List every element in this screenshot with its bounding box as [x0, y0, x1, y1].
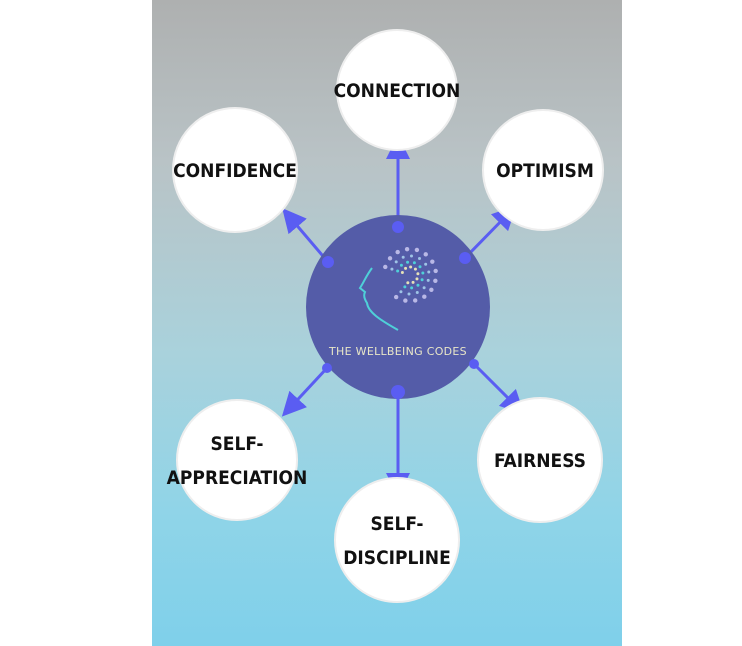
arrow-self-appreciation: [281, 366, 329, 417]
arrow-confidence: [282, 208, 330, 263]
arrow-optimism: [463, 205, 517, 260]
label-connection: CONNECTION: [334, 80, 461, 102]
label-self-discipline: DISCIPLINE: [343, 547, 451, 569]
head-logo-icon: [358, 246, 438, 331]
node-connection: [336, 29, 458, 151]
node-optimism: [482, 109, 604, 231]
arrow-fairness: [472, 362, 525, 415]
node-confidence: [172, 107, 298, 233]
label-self-discipline: SELF-: [370, 513, 423, 535]
hub-circle: [306, 215, 490, 399]
label-confidence: CONFIDENCE: [173, 160, 297, 182]
label-optimism: OPTIMISM: [496, 160, 594, 182]
node-self-appreciation: [176, 399, 298, 521]
label-self-appreciation: SELF-: [210, 433, 263, 455]
brand-title: THE WELLBEING CODES: [328, 345, 467, 358]
node-fairness: [477, 397, 603, 523]
label-self-appreciation: APPRECIATION: [167, 467, 308, 489]
label-fairness: FAIRNESS: [494, 450, 586, 472]
node-self-discipline: [334, 477, 460, 603]
